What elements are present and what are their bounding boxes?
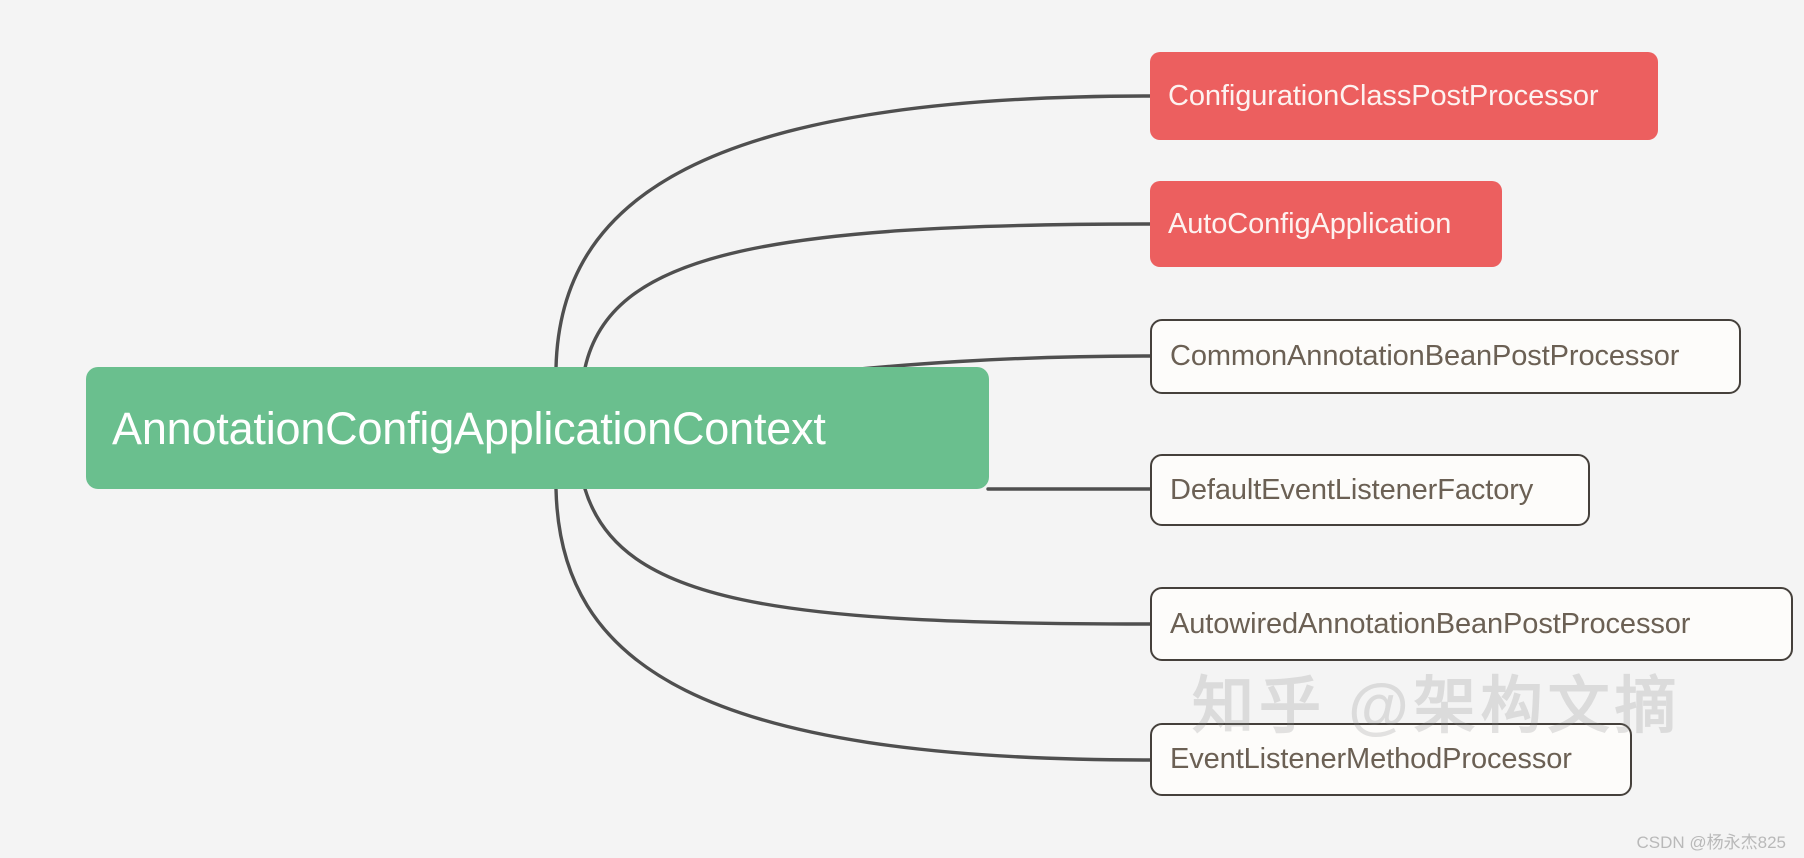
- node-commonannotationbeanpostprocessor[interactable]: CommonAnnotationBeanPostProcessor: [1150, 319, 1741, 394]
- node-autoconfigapplication[interactable]: AutoConfigApplication: [1150, 181, 1502, 267]
- node-label: AutoConfigApplication: [1168, 207, 1452, 240]
- node-autowiredannotationbeanpostprocessor[interactable]: AutowiredAnnotationBeanPostProcessor: [1150, 587, 1793, 661]
- node-label: ConfigurationClassPostProcessor: [1168, 79, 1599, 112]
- node-eventlistenermethodprocessor[interactable]: EventListenerMethodProcessor: [1150, 723, 1632, 796]
- edge-to-configurationclasspostprocessor: [554, 94, 1152, 370]
- node-label: EventListenerMethodProcessor: [1170, 743, 1572, 775]
- edge-to-autowiredannotationbeanpostprocessor: [583, 487, 1152, 626]
- node-label: AutowiredAnnotationBeanPostProcessor: [1170, 607, 1691, 640]
- node-configurationclasspostprocessor[interactable]: ConfigurationClassPostProcessor: [1150, 52, 1658, 140]
- edge-to-autoconfigapplication: [583, 222, 1152, 370]
- watermark-csdn: CSDN @杨永杰825: [1636, 833, 1786, 852]
- node-label: DefaultEventListenerFactory: [1170, 473, 1534, 506]
- node-label: CommonAnnotationBeanPostProcessor: [1170, 340, 1680, 372]
- node-label: AnnotationConfigApplicationContext: [112, 402, 826, 454]
- node-defaulteventlistenerfactory[interactable]: DefaultEventListenerFactory: [1150, 454, 1590, 526]
- watermark-zhihu: 知乎 @架构文摘: [1192, 672, 1682, 741]
- edge-to-eventlistenermethodprocessor: [554, 487, 1152, 762]
- node-root-annotationconfigapplicationcontext[interactable]: AnnotationConfigApplicationContext: [86, 367, 989, 489]
